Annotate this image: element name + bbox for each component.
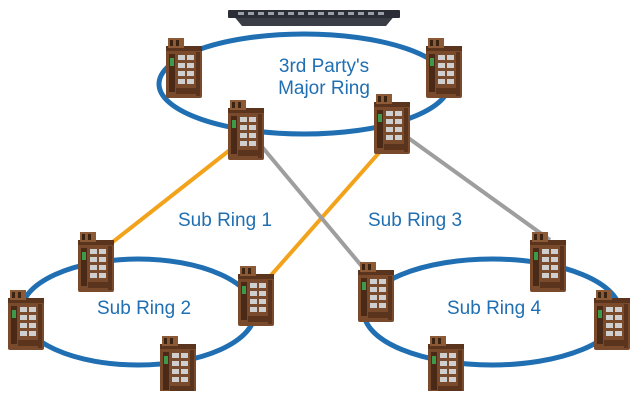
industrial-switch-icon [78,232,114,292]
industrial-switch-icon [428,336,464,396]
sub-ring-3-link-right [398,130,552,242]
industrial-switch-icon [530,232,566,292]
sub-ring-2-label: Sub Ring 2 [97,298,192,319]
sub-ring-1-label: Sub Ring 1 [178,210,273,231]
industrial-switch-icon [374,94,410,154]
industrial-switch-icon [228,100,264,160]
sub-ring-3-link-left [256,136,394,292]
rack-switch-icon [228,10,400,26]
industrial-switch-icon [426,38,462,98]
major-ring-label-line-2: Major Ring [278,78,370,99]
industrial-switch-icon [238,266,274,326]
industrial-switch-icon [358,262,394,322]
sub-ring-1-link-right [256,140,377,284]
major-ring-label: 3rd Party's Major Ring [254,56,394,100]
industrial-switch-icon [160,336,196,396]
major-ring-label-line-1: 3rd Party's [278,56,370,77]
sub-ring-1-link-left [98,140,242,254]
industrial-switch-icon [8,290,44,350]
industrial-switch-icon [166,38,202,98]
sub-ring-3-label: Sub Ring 3 [368,210,463,231]
industrial-switch-icon [594,290,630,350]
sub-ring-4-label: Sub Ring 4 [447,298,542,319]
